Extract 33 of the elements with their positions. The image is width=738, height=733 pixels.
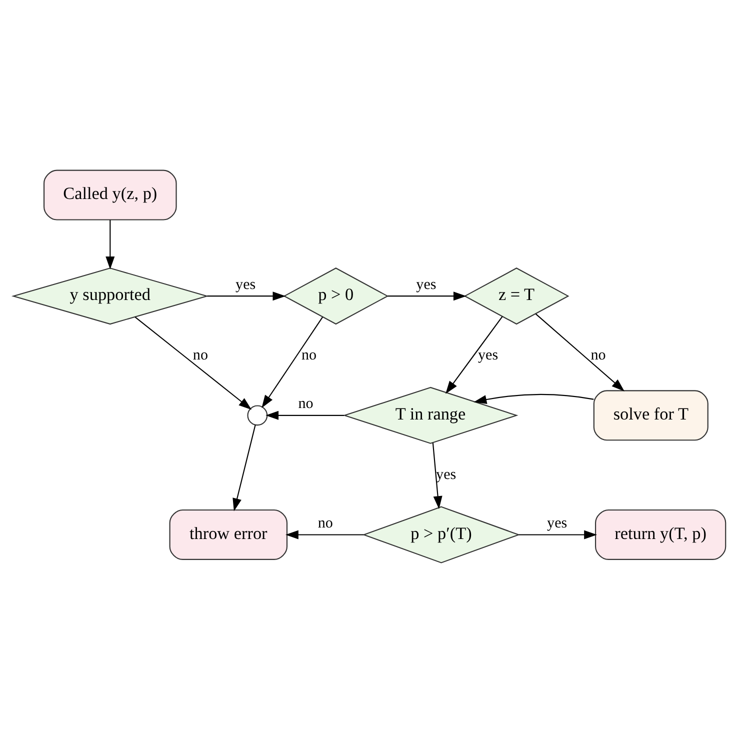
arrow <box>285 530 364 540</box>
node-box: solve for T <box>592 390 708 441</box>
node-box: return y(T, p) <box>594 509 726 560</box>
edge-label: no <box>301 348 316 364</box>
arrow <box>534 314 624 392</box>
edge-label: no <box>317 515 332 532</box>
edge-label: no <box>192 348 208 364</box>
arrow <box>232 424 256 512</box>
arrow <box>518 530 596 540</box>
arrow <box>432 442 442 510</box>
arrow <box>206 292 286 301</box>
node-box: Called y(z, p) <box>42 170 176 220</box>
edge-label: yes <box>416 276 436 293</box>
edge-label: no <box>590 348 606 364</box>
edge-label: yes <box>477 348 498 364</box>
edge-label: yes <box>546 515 567 532</box>
edge-label: yes <box>235 276 256 293</box>
arrow <box>387 292 466 301</box>
node-box: throw error <box>168 509 288 560</box>
arrow <box>445 316 502 394</box>
node-diamond: y supported <box>10 268 208 325</box>
node-diamond: p > 0 <box>282 268 388 325</box>
edge-label: no <box>298 396 313 412</box>
arrow <box>261 316 323 408</box>
arrow <box>134 316 252 410</box>
node-diamond: z = T <box>463 268 569 325</box>
node-diamond: T in range <box>342 386 518 444</box>
arrow <box>473 394 594 404</box>
edge-label: yes <box>436 467 456 484</box>
node-circle <box>246 405 268 426</box>
arrow <box>105 220 114 270</box>
arrow <box>265 410 344 420</box>
node-diamond: p > p′(T) <box>362 506 520 564</box>
